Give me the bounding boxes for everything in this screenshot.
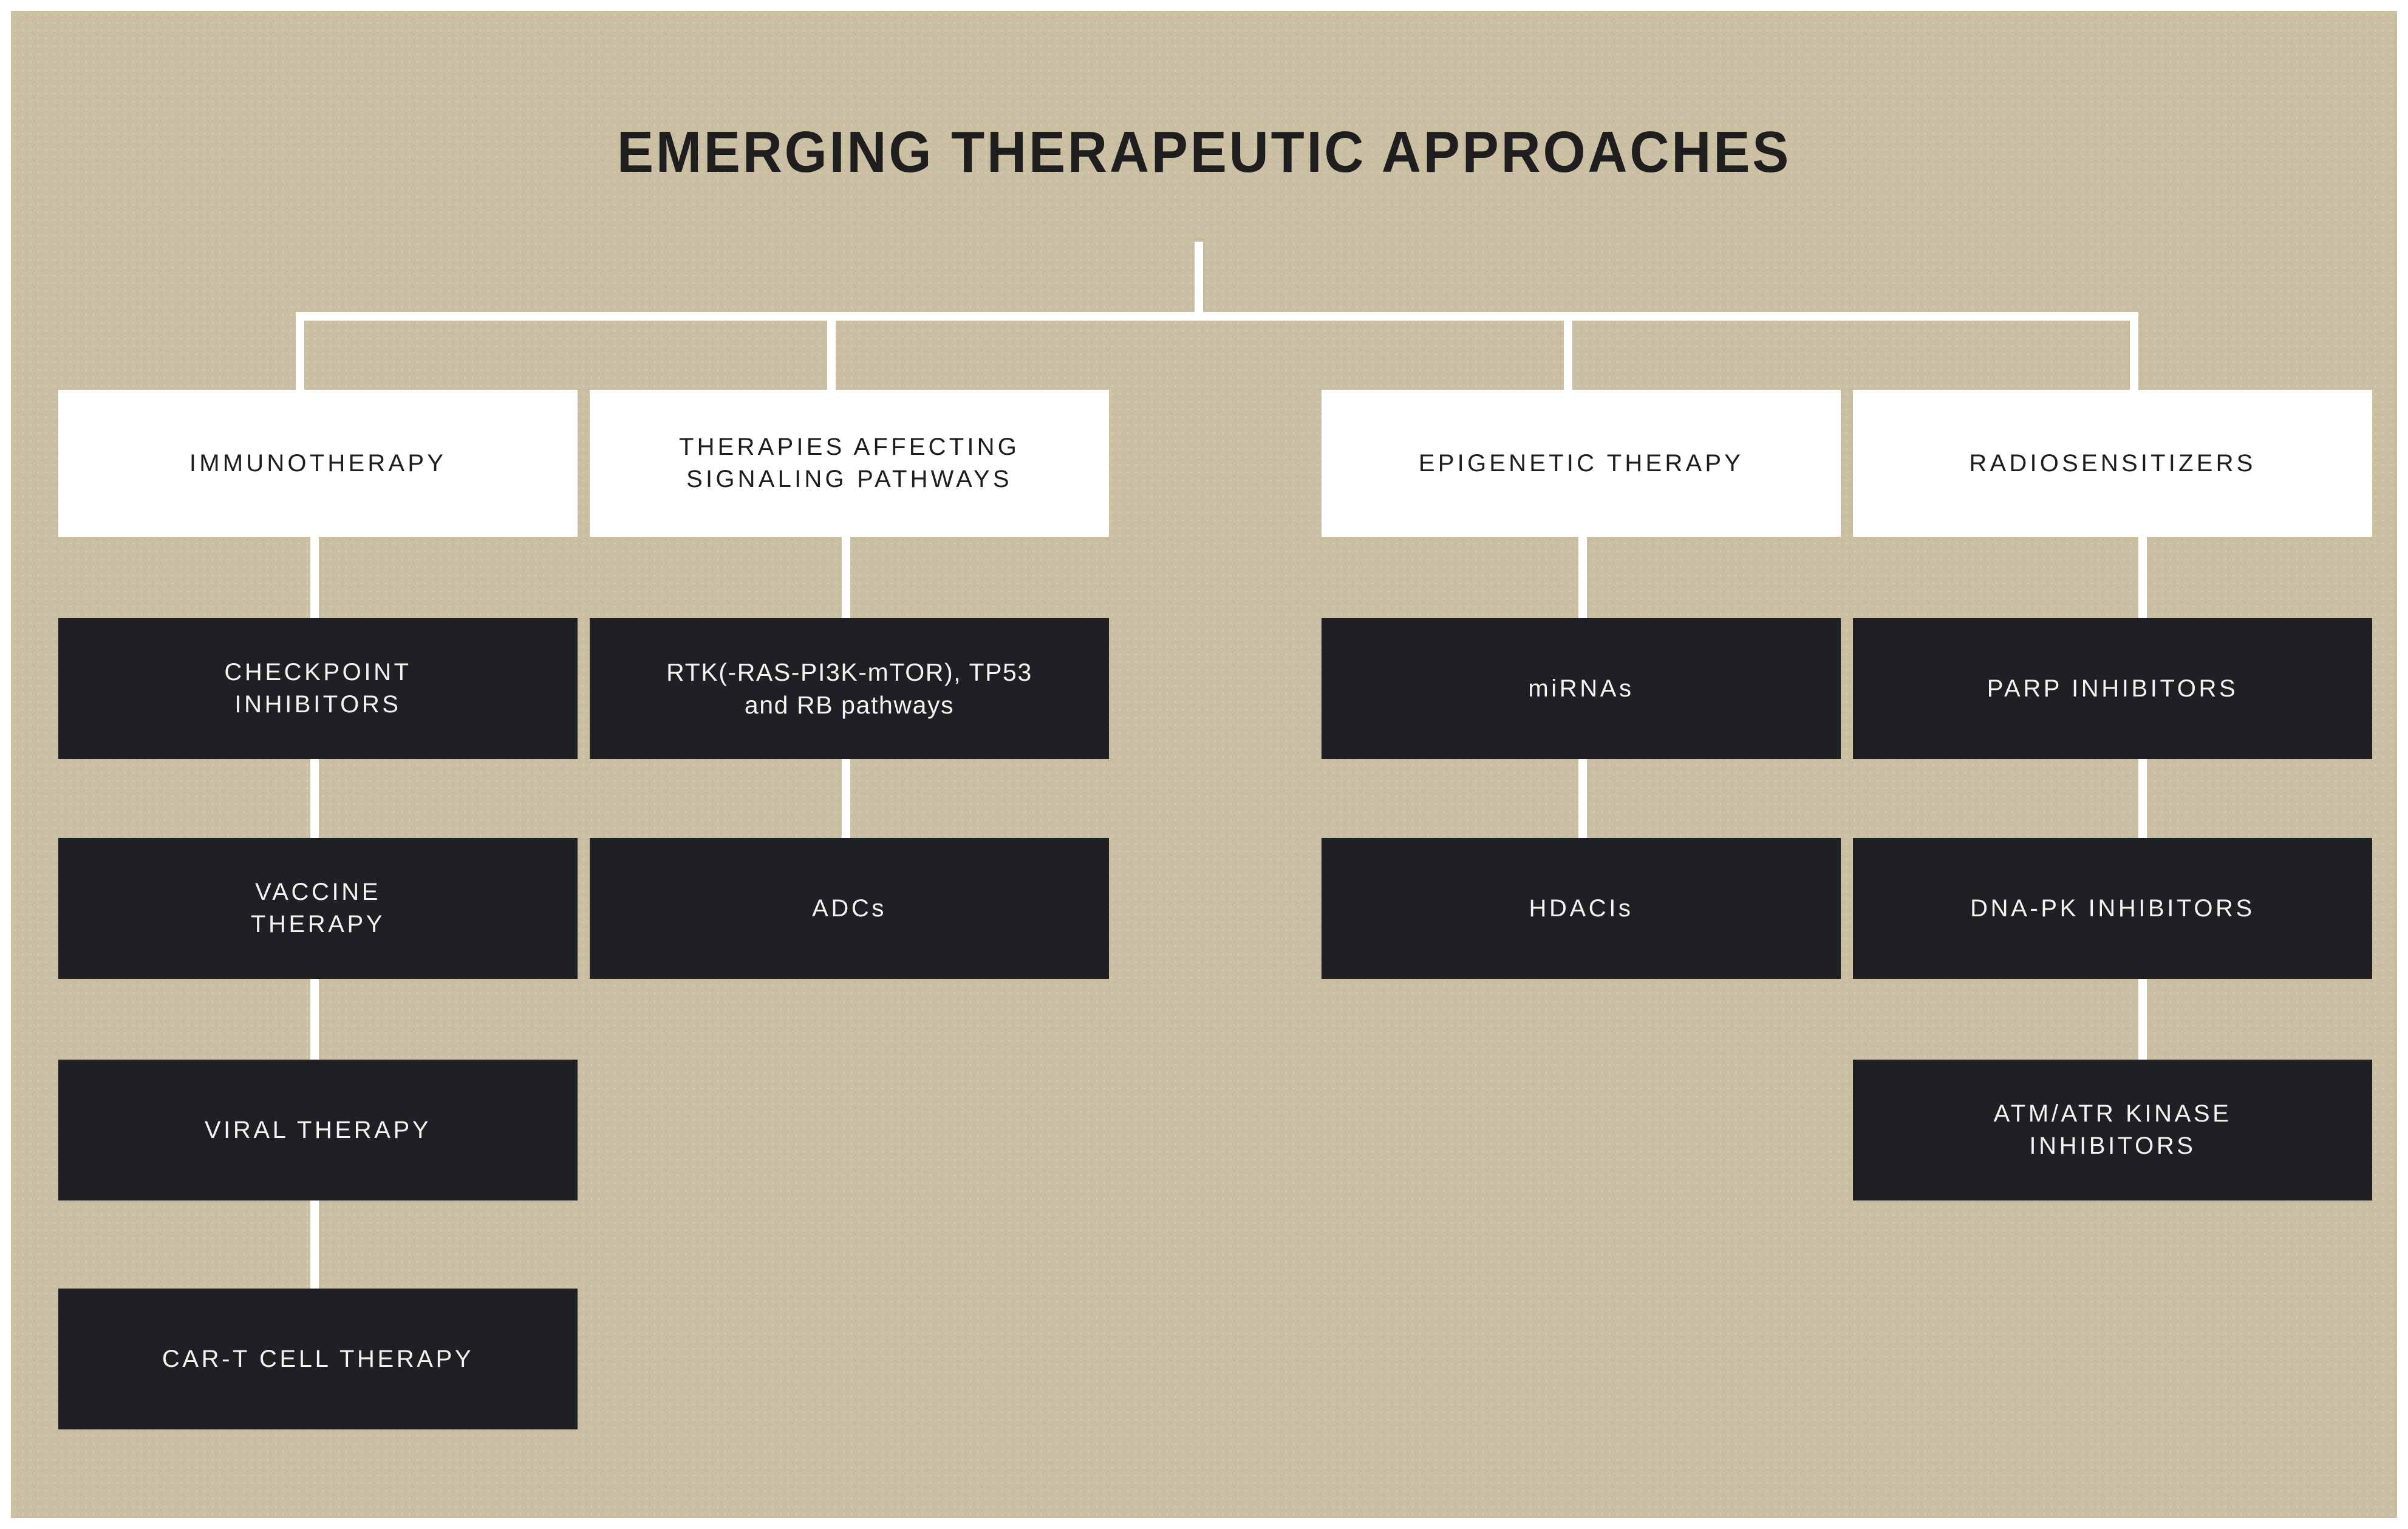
leaf-label-line1: VACCINE bbox=[254, 879, 381, 906]
leaf-label-line1: CHECKPOINT bbox=[224, 659, 412, 686]
leaf-label-line2: INHIBITORS bbox=[234, 691, 401, 718]
leaf-box-dna-pk-inhibitors[interactable]: DNA-PK INHIBITORS bbox=[1853, 838, 2372, 979]
leaf-box-checkpoint-inhibitors[interactable]: CHECKPOINT INHIBITORS bbox=[58, 618, 578, 759]
connector-drop-col1 bbox=[296, 312, 304, 390]
leaf-label-line2: THERAPY bbox=[250, 911, 386, 938]
header-box-immunotherapy[interactable]: IMMUNOTHERAPY bbox=[58, 390, 578, 537]
connector-horizontal-bus bbox=[296, 312, 2138, 321]
page-title: EMERGING THERAPEUTIC APPROACHES bbox=[616, 120, 1792, 185]
connector-root-stem bbox=[1195, 242, 1203, 316]
header-label-line1: IMMUNOTHERAPY bbox=[189, 449, 447, 477]
leaf-label-line1: PARP INHIBITORS bbox=[1987, 675, 2239, 702]
leaf-label-line1: CAR-T CELL THERAPY bbox=[162, 1345, 474, 1372]
leaf-label-line1: VIRAL THERAPY bbox=[204, 1116, 432, 1143]
leaf-box-vaccine-therapy[interactable]: VACCINE THERAPY bbox=[58, 838, 578, 979]
leaf-label-line1: DNA-PK INHIBITORS bbox=[1970, 894, 2255, 922]
header-label-line2: SIGNALING PATHWAYS bbox=[686, 466, 1012, 492]
connector-drop-col3 bbox=[1564, 312, 1572, 390]
leaf-box-atm-atr-kinase-inhibitors[interactable]: ATM/ATR KINASE INHIBITORS bbox=[1853, 1060, 2372, 1200]
header-label-line1: THERAPIES AFFECTING bbox=[678, 434, 1020, 461]
connector-drop-col2 bbox=[827, 312, 836, 390]
connector-spine-col4 bbox=[2138, 534, 2147, 1069]
connector-drop-col4 bbox=[2130, 312, 2138, 390]
leaf-label-line1: ATM/ATR KINASE bbox=[1993, 1100, 2232, 1128]
header-box-signaling-pathways[interactable]: THERAPIES AFFECTING SIGNALING PATHWAYS bbox=[590, 390, 1109, 537]
leaf-box-hdacis[interactable]: HDACIs bbox=[1322, 838, 1841, 979]
leaf-box-rtk-tp53-rb-pathways[interactable]: RTK(-RAS-PI3K-mTOR), TP53 and RB pathway… bbox=[590, 618, 1109, 759]
leaf-box-adcs[interactable]: ADCs bbox=[590, 838, 1109, 979]
leaf-label-line2: INHIBITORS bbox=[2029, 1132, 2196, 1159]
leaf-label-line2: and RB pathways bbox=[744, 691, 955, 719]
leaf-label-line1: RTK(-RAS-PI3K-mTOR), TP53 bbox=[666, 658, 1032, 686]
leaf-label-line1: HDACIs bbox=[1529, 894, 1634, 922]
header-box-epigenetic-therapy[interactable]: EPIGENETIC THERAPY bbox=[1322, 390, 1841, 537]
header-label-line1: RADIOSENSITIZERS bbox=[1969, 449, 2256, 477]
header-label-line1: EPIGENETIC THERAPY bbox=[1418, 449, 1744, 477]
leaf-box-viral-therapy[interactable]: VIRAL THERAPY bbox=[58, 1060, 578, 1200]
diagram-board: EMERGING THERAPEUTIC APPROACHES IMMUNOTH… bbox=[11, 11, 2397, 1518]
leaf-label-line1: ADCs bbox=[812, 894, 887, 922]
leaf-label-line1: miRNAs bbox=[1528, 675, 1634, 702]
header-box-radiosensitizers[interactable]: RADIOSENSITIZERS bbox=[1853, 390, 2372, 537]
leaf-box-car-t-cell-therapy[interactable]: CAR-T CELL THERAPY bbox=[58, 1289, 578, 1429]
leaf-box-parp-inhibitors[interactable]: PARP INHIBITORS bbox=[1853, 618, 2372, 759]
leaf-box-mirnas[interactable]: miRNAs bbox=[1322, 618, 1841, 759]
